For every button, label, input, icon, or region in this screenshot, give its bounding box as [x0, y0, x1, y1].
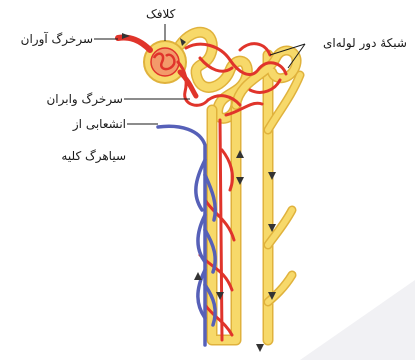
label-glomerulus: کلافک [146, 8, 175, 20]
label-afferent-arteriole: سرخرگ آوران [21, 33, 93, 45]
label-renal-vein-branch-line1: انشعابی از [73, 118, 126, 130]
label-renal-vein-branch-line2: سیاهرگ کلیه [61, 150, 126, 162]
background-shade [300, 280, 415, 360]
renal-vein-branch [158, 126, 215, 345]
label-efferent-arteriole: سرخرگ وابران [46, 93, 123, 105]
label-peritubular-network: شبکهٔ دور لوله‌ای [323, 37, 407, 49]
afferent-arteriole [118, 38, 150, 51]
